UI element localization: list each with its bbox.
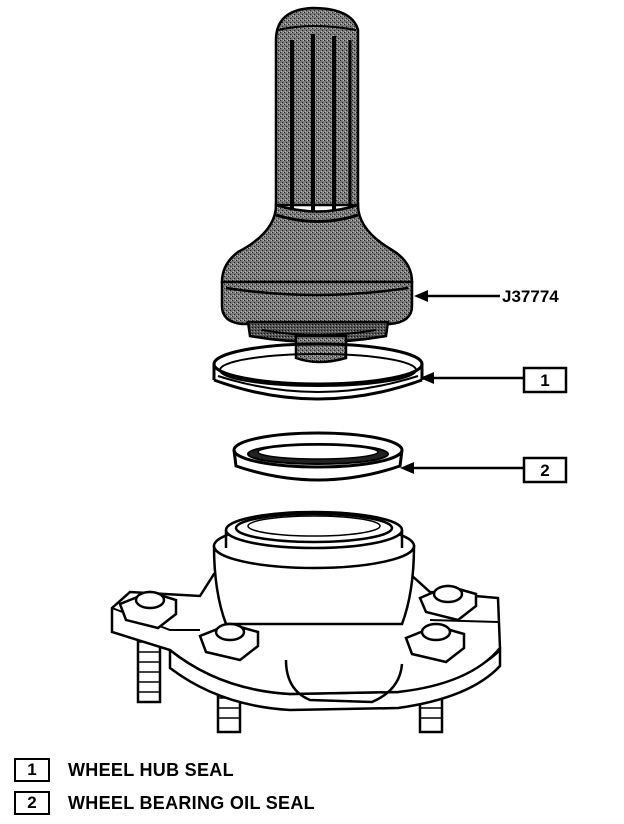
lug-boss (198, 622, 260, 662)
wheel-bearing-oil-seal-part (232, 431, 404, 482)
lug-boss (118, 590, 178, 630)
lug-boss (418, 584, 478, 622)
callout-2-number: 2 (540, 461, 549, 480)
wheel-hub-part (110, 510, 502, 734)
legend-item-1: 1 WHEEL HUB SEAL (14, 756, 574, 784)
legend-text: WHEEL BEARING OIL SEAL (68, 792, 315, 813)
callout-1-number: 1 (540, 371, 549, 390)
legend-item-2: 2 WHEEL BEARING OIL SEAL (14, 789, 574, 817)
tool-callout: J37774 (414, 287, 559, 306)
lug-boss (404, 622, 466, 664)
legend-number-box: 2 (14, 791, 50, 815)
callout-2: 2 (400, 456, 568, 484)
legend-text: WHEEL HUB SEAL (68, 759, 234, 780)
tool-j37774 (220, 6, 414, 364)
callout-1: 1 (420, 366, 568, 394)
wheel-hub-seal-part (212, 342, 424, 401)
tool-label: J37774 (502, 287, 559, 306)
legend-number-box: 1 (14, 758, 50, 782)
